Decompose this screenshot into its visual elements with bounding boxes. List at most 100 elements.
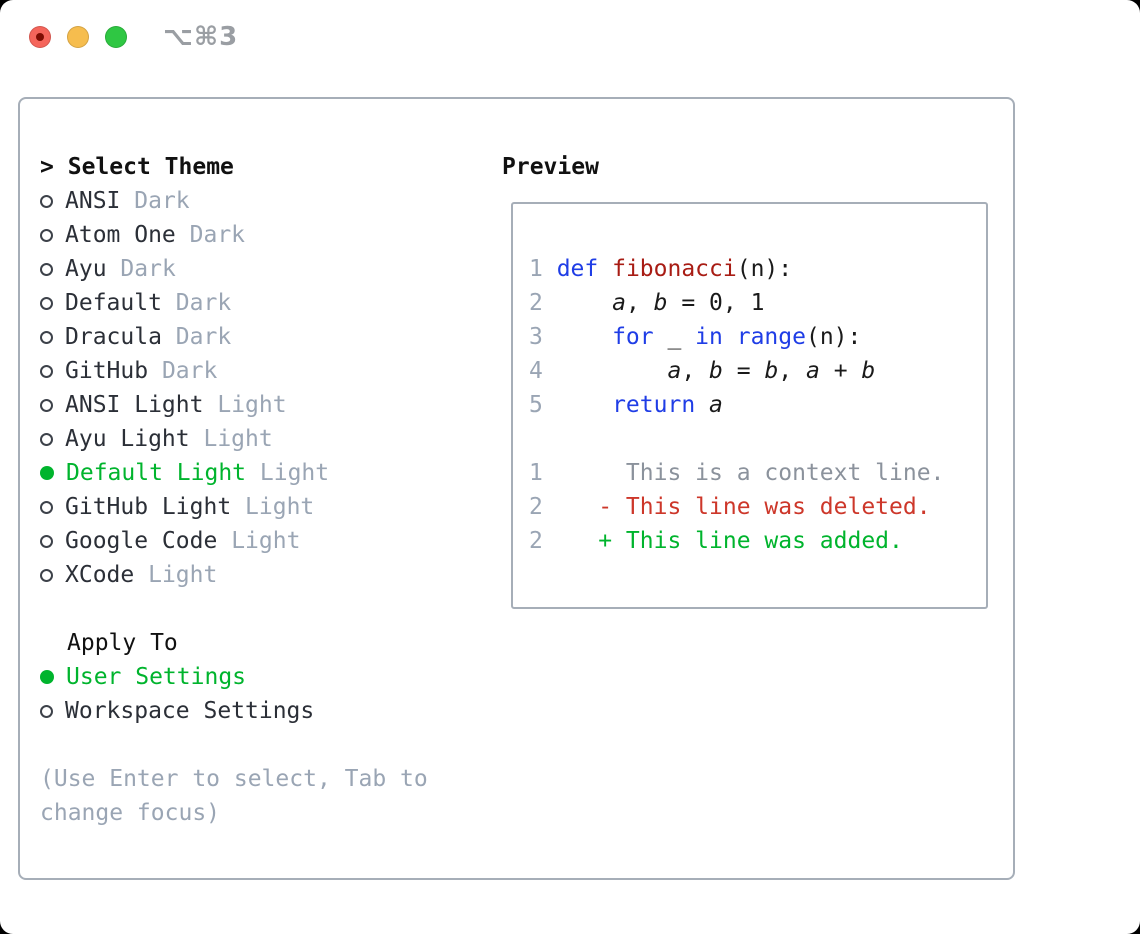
theme-option-label: GitHub Dark bbox=[65, 358, 217, 384]
token-txt bbox=[598, 256, 612, 282]
theme-option[interactable]: Google Code Light bbox=[40, 524, 480, 558]
token-fn: fibonacci bbox=[612, 256, 737, 282]
theme-name: Ayu Light bbox=[65, 426, 190, 452]
theme-name: Atom One bbox=[65, 222, 176, 248]
token-var: b bbox=[709, 358, 723, 384]
theme-option-label: Default Dark bbox=[65, 290, 231, 316]
theme-option[interactable]: GitHub Light Light bbox=[40, 490, 480, 524]
apply-to-title: Apply To bbox=[67, 630, 178, 656]
diff-line-deleted: 2 - This line was deleted. bbox=[529, 490, 986, 524]
token-var: b bbox=[861, 358, 876, 384]
theme-option-label: Default Light Light bbox=[66, 460, 329, 486]
theme-variant: Dark bbox=[175, 324, 232, 350]
theme-option[interactable]: Ayu Dark bbox=[40, 252, 480, 286]
radio-icon bbox=[40, 194, 53, 208]
radio-icon bbox=[40, 296, 53, 310]
minimize-button-icon[interactable] bbox=[67, 26, 89, 48]
radio-icon bbox=[40, 534, 53, 548]
apply-option[interactable]: User Settings bbox=[40, 660, 480, 694]
token-var: a bbox=[806, 358, 820, 384]
theme-variant: Light bbox=[245, 494, 315, 520]
radio-icon bbox=[40, 330, 53, 344]
theme-option[interactable]: Dracula Dark bbox=[40, 320, 480, 354]
radio-selected-icon bbox=[40, 670, 54, 684]
spacer bbox=[529, 422, 986, 456]
theme-option[interactable]: Atom One Dark bbox=[40, 218, 480, 252]
token-var: a bbox=[709, 392, 723, 418]
code-line: 5 return a bbox=[529, 388, 986, 422]
window-title: ⌥⌘3 bbox=[163, 22, 239, 52]
theme-name: Default Light bbox=[66, 460, 247, 486]
theme-variant: Dark bbox=[161, 358, 218, 384]
theme-option-label: ANSI Dark bbox=[65, 188, 190, 214]
theme-variant: Dark bbox=[120, 256, 176, 282]
theme-option[interactable]: ANSI Dark bbox=[40, 184, 480, 218]
select-theme-title bbox=[54, 154, 68, 180]
token-txt: = 0, 1 bbox=[667, 290, 765, 316]
token-var: a bbox=[612, 290, 626, 316]
theme-option-label: Ayu Light Light bbox=[65, 426, 273, 452]
cursor-icon: > bbox=[40, 154, 54, 180]
radio-icon bbox=[40, 500, 53, 514]
theme-option[interactable]: XCode Light bbox=[40, 558, 480, 592]
select-theme-title-text: Select Theme bbox=[67, 154, 234, 180]
theme-option[interactable]: Default Light Light bbox=[40, 456, 480, 490]
diff-text: + This line was added. bbox=[556, 528, 903, 554]
code-text: a, b = b, a + b bbox=[543, 358, 875, 384]
theme-variant: Light bbox=[148, 562, 218, 588]
token-kw: in bbox=[695, 324, 723, 350]
code-text: a, b = 0, 1 bbox=[543, 290, 765, 316]
theme-option-label: GitHub Light Light bbox=[65, 494, 314, 520]
theme-option-label: Atom One Dark bbox=[65, 222, 245, 248]
token-txt bbox=[557, 358, 668, 384]
close-button-icon[interactable] bbox=[29, 26, 51, 48]
spacer bbox=[40, 728, 480, 762]
line-number: 1 bbox=[529, 460, 543, 486]
radio-icon bbox=[40, 704, 53, 718]
theme-option-label: Dracula Dark bbox=[65, 324, 231, 350]
code-text: return a bbox=[543, 392, 723, 418]
code-line: 4 a, b = b, a + b bbox=[529, 354, 986, 388]
code-line: 3 for _ in range(n): bbox=[529, 320, 986, 354]
token-txt bbox=[557, 392, 612, 418]
spacer bbox=[40, 592, 480, 626]
theme-name: GitHub bbox=[65, 358, 149, 384]
diff-text: - This line was deleted. bbox=[556, 494, 931, 520]
apply-option[interactable]: Workspace Settings bbox=[40, 694, 480, 728]
token-kw: def bbox=[556, 256, 599, 282]
token-txt: (n): bbox=[805, 324, 862, 350]
theme-variant: Light bbox=[231, 528, 301, 554]
theme-option-label: ANSI Light Light bbox=[65, 392, 287, 418]
token-txt: , bbox=[778, 358, 806, 384]
token-var: a bbox=[667, 358, 682, 384]
token-kw: for bbox=[612, 324, 654, 350]
theme-option[interactable]: Ayu Light Light bbox=[40, 422, 480, 456]
preview-header: Preview bbox=[502, 154, 599, 180]
line-number: 2 bbox=[529, 528, 543, 554]
select-theme-header: > Select Theme bbox=[40, 150, 480, 184]
radio-icon bbox=[40, 364, 53, 378]
theme-name: GitHub Light bbox=[65, 494, 232, 520]
theme-option[interactable]: Default Dark bbox=[40, 286, 480, 320]
radio-icon bbox=[40, 228, 53, 242]
radio-icon bbox=[40, 432, 53, 446]
theme-option-label: Google Code Light bbox=[65, 528, 300, 554]
code-text: for _ in range(n): bbox=[543, 324, 862, 350]
diff-line-context: 1 This is a context line. bbox=[529, 456, 986, 490]
code-text: def fibonacci(n): bbox=[543, 256, 792, 282]
token-txt bbox=[723, 324, 737, 350]
theme-variant: Light bbox=[203, 426, 273, 452]
zoom-button-icon[interactable] bbox=[105, 26, 127, 48]
token-txt: (n): bbox=[736, 256, 793, 282]
theme-option[interactable]: ANSI Light Light bbox=[40, 388, 480, 422]
theme-option[interactable]: GitHub Dark bbox=[40, 354, 480, 388]
token-txt: = bbox=[722, 358, 765, 384]
line-number: 1 bbox=[529, 256, 543, 282]
token-txt: + bbox=[819, 358, 862, 384]
line-number: 4 bbox=[529, 358, 543, 384]
